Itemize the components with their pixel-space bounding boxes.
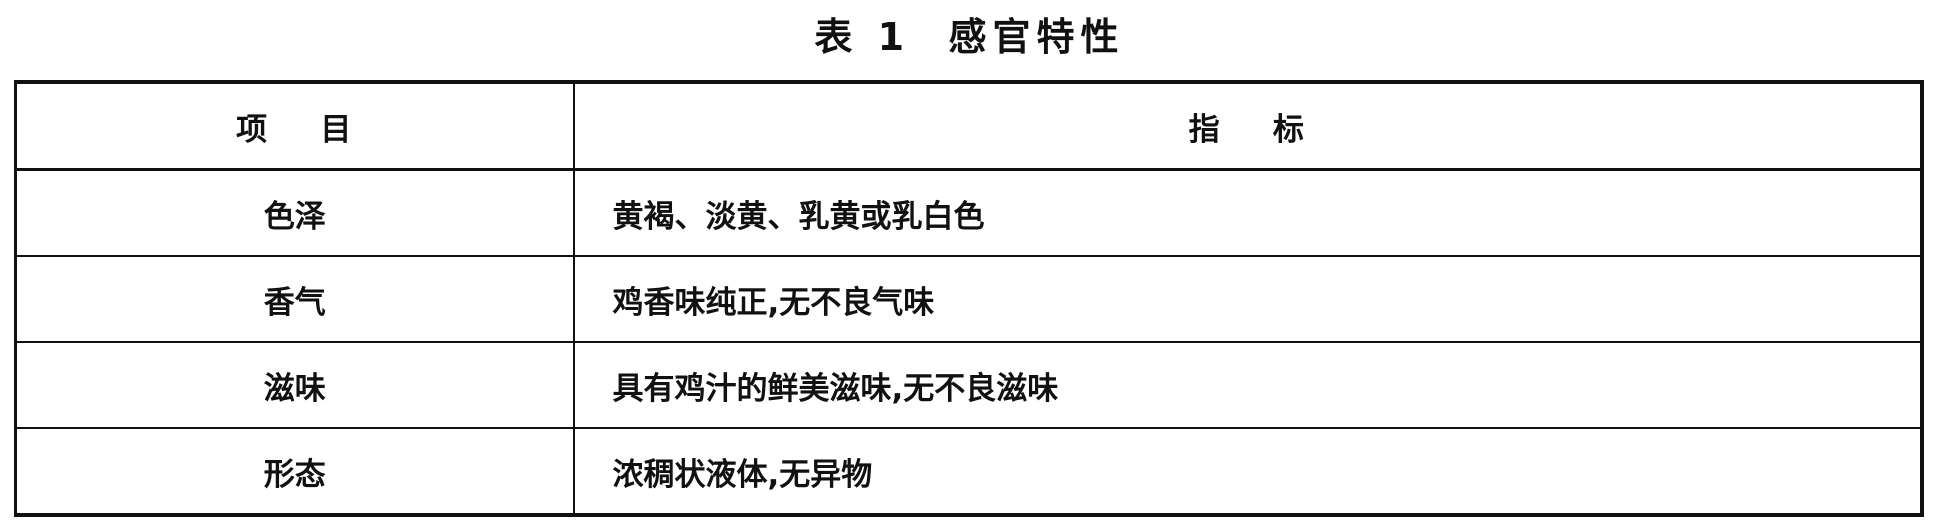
row-item: 形态 — [14, 427, 575, 517]
table-row: 滋味 具有鸡汁的鲜美滋味,无不良滋味 — [14, 341, 1924, 429]
row-item: 香气 — [14, 255, 575, 343]
row-value: 鸡香味纯正,无不良气味 — [572, 255, 1924, 343]
row-item: 色泽 — [14, 168, 575, 257]
header-value: 指 标 — [572, 80, 1924, 171]
table-row: 形态 浓稠状液体,无异物 — [14, 427, 1924, 517]
table-header: 项 目 指 标 — [14, 80, 1924, 171]
row-value: 浓稠状液体,无异物 — [572, 427, 1924, 517]
header-row: 项 目 指 标 — [14, 80, 1924, 171]
header-item: 项 目 — [14, 80, 575, 171]
table-body: 色泽 黄褐、淡黄、乳黄或乳白色 香气 鸡香味纯正,无不良气味 滋味 具有鸡汁的鲜… — [14, 168, 1924, 517]
row-item: 滋味 — [14, 341, 575, 429]
table-row: 香气 鸡香味纯正,无不良气味 — [14, 255, 1924, 343]
table-caption: 表 1 感官特性 — [814, 15, 1125, 59]
row-value: 黄褐、淡黄、乳黄或乳白色 — [572, 168, 1924, 257]
row-value: 具有鸡汁的鲜美滋味,无不良滋味 — [572, 341, 1924, 429]
sensory-properties-table: 项 目 指 标 色泽 黄褐、淡黄、乳黄或乳白色 香气 鸡香味纯正,无不良气味 滋… — [14, 80, 1924, 517]
table-row: 色泽 黄褐、淡黄、乳黄或乳白色 — [14, 168, 1924, 257]
